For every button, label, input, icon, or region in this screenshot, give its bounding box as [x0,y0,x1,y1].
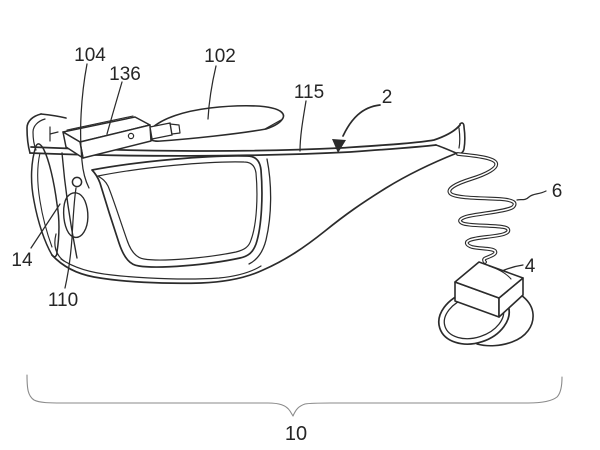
module-left-face [62,131,84,159]
leader-102 [207,65,217,120]
ring-box-top-face [454,261,524,299]
ref-label-102: 102 [204,46,236,67]
frame-corner-top-edge [40,113,67,119]
main-lens-inner [97,161,258,261]
ref-label-14: 14 [11,250,33,271]
frame-corner-inner [32,118,46,151]
coiled-cable [447,152,517,264]
coil-inner-highlight [448,153,516,263]
ref-label-110: 110 [48,290,78,311]
module-top-ridge [66,115,134,131]
leader-136 [106,81,123,135]
main-lens [91,155,272,268]
coil-outer-stroke [447,152,517,264]
ref-label-115: 115 [294,82,324,103]
ref-label-104: 104 [74,45,106,66]
main-lens-outer [91,155,263,268]
leader-115 [299,100,307,152]
rim-lower-edge [29,144,437,157]
frame-pillar-edge [61,152,78,259]
left-lens-inner-line [37,152,53,248]
temple-tip-inner-line [458,127,461,149]
frame-corner-outer [26,113,42,154]
ring-device [437,261,534,347]
temple-arm-fold-line [264,119,282,130]
module-lens-dot [127,132,135,140]
module-mount-line-b [49,131,59,135]
bottom-outer-edge [51,152,458,285]
front-button [71,176,83,188]
ref-label-2: 2 [382,87,393,108]
ref-label-10: 10 [285,423,307,445]
nose-hook-line [54,233,65,262]
system-brace [26,374,563,417]
bottom-inner-edge [60,258,262,280]
leader-4 [501,264,524,272]
ring-band-right [476,285,534,347]
leader-110 [64,187,77,289]
nose-cutout-oval [62,192,89,239]
leader-lines [30,63,547,289]
ref-label-136: 136 [109,64,141,85]
leader-14 [30,203,61,249]
frame-front [30,143,89,262]
module-side-subtab [169,123,181,135]
reference-numerals: 104 136 102 115 2 6 4 14 110 10 [11,45,562,445]
leader-2-arrowhead [332,139,346,153]
temple-tip-outline [435,122,466,155]
leader-6 [516,190,547,201]
module-side-tab [149,122,173,140]
ref-label-6: 6 [552,181,563,202]
lens-right-contour [248,158,272,265]
leader-2-curve [342,104,381,137]
leader-104 [79,63,90,189]
ref-label-4: 4 [525,256,536,277]
frame-lower-outline [51,152,458,285]
